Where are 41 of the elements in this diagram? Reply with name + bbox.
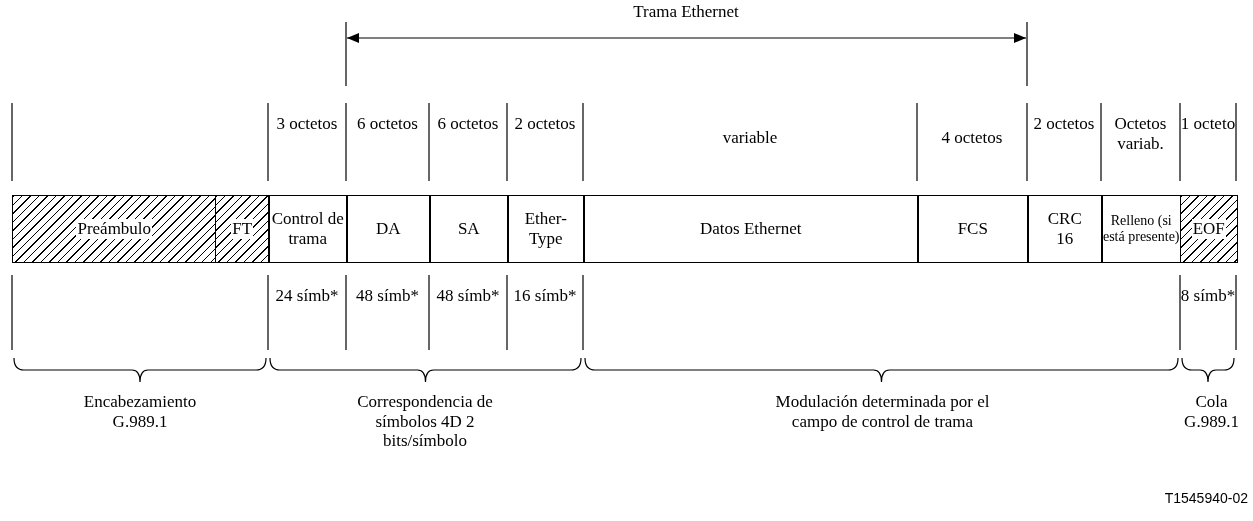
frame-field — [1027, 195, 1103, 263]
field-size: Octetos variab. — [1113, 114, 1168, 154]
field-size: 2 octetos — [1032, 114, 1096, 134]
field-name: Datos Ethernet — [700, 219, 802, 239]
field-size: 1 octeto — [1180, 114, 1236, 134]
symbol-count: 48 símb* — [355, 286, 420, 306]
frame-field — [429, 195, 509, 263]
field-name: Preámbulo — [76, 219, 153, 239]
field-name: CRC 16 — [1046, 209, 1083, 249]
field-size: 2 octetos — [513, 114, 577, 134]
symbol-count: 24 símb* — [274, 286, 340, 306]
frame-field — [583, 195, 919, 263]
field-name: FT — [231, 219, 254, 239]
field-size: 6 octetos — [356, 114, 419, 134]
section-caption: Modulación determinada por el campo de control de trama — [774, 392, 991, 432]
field-size: 3 octetos — [275, 114, 339, 134]
figure-number: T1545940-02 — [1163, 490, 1248, 507]
field-size: variable — [721, 128, 779, 148]
field-name: Relleno (si está presente) — [1102, 212, 1181, 246]
symbol-count: 48 símb* — [435, 286, 501, 306]
field-name: SA — [457, 219, 480, 239]
frame-field — [346, 195, 431, 263]
frame-field — [507, 195, 585, 263]
field-name: Control de trama — [271, 209, 345, 249]
field-name: Ether-Type — [523, 209, 568, 249]
section-caption: Encabezamiento G.989.1 — [82, 392, 198, 432]
frame-field — [268, 195, 348, 263]
symbol-count: 8 símb* — [1180, 286, 1236, 306]
section-caption: Cola G.989.1 — [1183, 392, 1240, 432]
field-size: 6 octetos — [436, 114, 500, 134]
field-size: 4 octetos — [940, 128, 1004, 148]
field-name: DA — [375, 219, 401, 239]
section-caption: Correspondencia de símbolos 4D 2 bits/símbolo — [356, 392, 494, 451]
frame-field — [917, 195, 1029, 263]
frame-field — [12, 195, 217, 263]
frame-field — [1180, 195, 1238, 263]
field-name: EOF — [1191, 219, 1226, 239]
symbol-count: 16 símb* — [512, 286, 578, 306]
field-name: FCS — [957, 219, 988, 239]
frame-caption: Trama Ethernet — [632, 2, 740, 22]
frame-field — [215, 195, 270, 263]
